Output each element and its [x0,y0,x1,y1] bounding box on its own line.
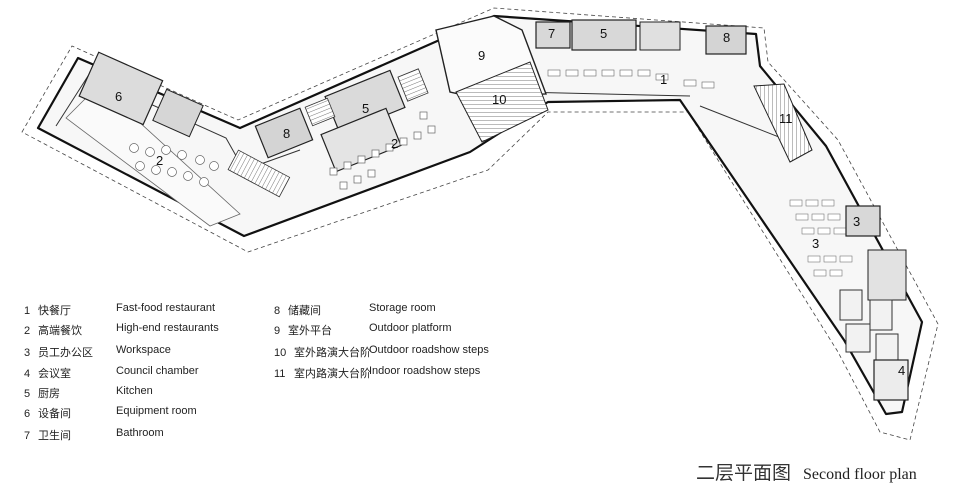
workspace-desks [789,199,853,277]
legend-item: 4 会议室 [24,365,71,381]
room-label-9: 9 [478,48,485,63]
room-label-8: 8 [283,126,290,141]
room-label-6: 6 [115,89,122,104]
room-label-2: 2 [156,153,163,168]
legend-label-en: Fast-food restaurant [116,302,216,314]
legend-label-cn: 厨房 [38,388,60,400]
legend-label-en: High-end restaurants [116,322,219,334]
room-label-5: 5 [600,26,607,41]
legend-number: 3 [24,347,31,359]
legend-label-en: Equipment room [116,405,197,417]
legend-number: 10 [274,347,287,359]
legend-label-cn: 会议室 [38,368,71,380]
legend-number: 9 [274,325,281,337]
service-block-top [639,21,681,51]
legend-number: 1 [24,305,31,317]
room-label-7: 7 [548,26,555,41]
room-8-top-block [705,25,747,55]
legend-item: 2 高端餐饮 [24,322,82,338]
room-4-block [873,359,909,401]
legend-label-en: Storage room [369,302,436,314]
legend: 1 快餐厅 Fast-food restaurant 2 高端餐饮 High-end… [24,300,524,450]
drawing-title: 二层平面图 Second floor plan [696,458,917,485]
legend-number: 5 [24,388,31,400]
dining-tables-middle [329,111,436,190]
legend-label-en: Outdoor platform [369,322,452,334]
drawing-title-en: Second floor plan [803,466,917,483]
stair-middle-right [397,68,429,102]
indoor-roadshow-steps [753,83,813,163]
legend-number: 2 [24,325,31,337]
meeting-room-blocks [839,289,899,361]
room-6-block [78,51,164,126]
service-block-right [867,249,907,301]
outdoor-roadshow-steps [455,61,549,143]
drawing-title-cn: 二层平面图 [696,462,792,484]
legend-label-en: Outdoor roadshow steps [369,344,489,356]
legend-label-cn: 员工办公区 [38,347,93,359]
legend-number: 6 [24,408,31,420]
legend-label-en: Bathroom [116,427,164,439]
room-7-block [535,21,571,49]
room-label-4: 4 [898,363,905,378]
room-label-10: 10 [492,92,506,107]
legend-item: 3 员工办公区 [24,344,93,360]
service-block-left [152,88,204,138]
stair-middle-left [304,97,336,127]
room-8-left-block [254,107,314,159]
room-label-5: 5 [362,101,369,116]
legend-label-en: Kitchen [116,385,153,397]
legend-item: 10 室外路演大台阶 [274,344,371,360]
legend-label-cn: 储藏间 [288,305,321,317]
legend-label-cn: 卫生间 [38,430,71,442]
legend-item: 11 室内路演大台阶 [274,365,371,381]
legend-item: 1 快餐厅 [24,302,71,318]
legend-number: 11 [274,368,286,380]
legend-item: 5 厨房 [24,385,60,401]
legend-item: 7 卫生间 [24,427,71,443]
room-label-11: 11 [779,111,793,126]
legend-label-cn: 高端餐饮 [38,325,82,337]
site-boundary-dashed [21,7,939,441]
legend-number: 8 [274,305,281,317]
legend-number: 7 [24,430,31,442]
legend-label-cn: 室内路演大台阶 [294,368,371,380]
stair-left [227,149,291,198]
room-2-middle-core [320,107,402,173]
legend-number: 4 [24,368,31,380]
room-label-3: 3 [853,214,860,229]
room-label-1: 1 [660,72,667,87]
room-5-top-block [571,19,637,51]
legend-item: 6 设备间 [24,405,71,421]
legend-label-cn: 室外路演大台阶 [294,347,371,359]
legend-label-en: Indoor roadshow steps [369,365,481,377]
legend-label-cn: 快餐厅 [38,305,71,317]
room-3-block [845,205,881,237]
legend-label-en: Workspace [116,344,171,356]
room-label-2: 2 [391,136,398,151]
legend-item: 9 室外平台 [274,322,332,338]
dining-tables-left [129,143,219,187]
room-label-3: 3 [812,236,819,251]
legend-label-cn: 设备间 [38,408,71,420]
legend-label-en: Council chamber [116,365,199,377]
seating-row-corridor [547,69,715,89]
legend-label-cn: 室外平台 [288,325,332,337]
room-label-8: 8 [723,30,730,45]
legend-item: 8 储藏间 [274,302,321,318]
